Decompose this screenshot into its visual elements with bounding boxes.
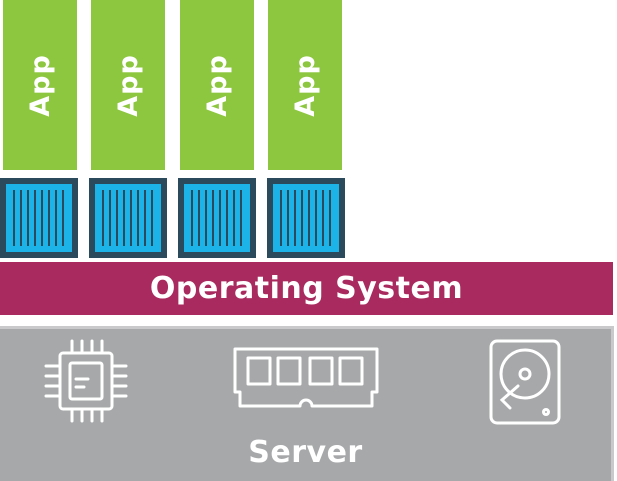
server-layer: Server xyxy=(0,326,614,481)
app-label: App xyxy=(201,53,233,117)
container-icon xyxy=(178,178,256,258)
server-label: Server xyxy=(248,435,363,470)
hard-drive-icon xyxy=(488,338,562,426)
app-label: App xyxy=(112,53,144,117)
container-icon xyxy=(89,178,167,258)
container-icon xyxy=(267,178,345,258)
app-block: App xyxy=(3,0,77,170)
app-label: App xyxy=(289,53,321,117)
app-block: App xyxy=(91,0,165,170)
app-block: App xyxy=(268,0,342,170)
operating-system-layer: Operating System xyxy=(0,262,613,315)
app-block: App xyxy=(180,0,254,170)
container-icon xyxy=(0,178,78,258)
cpu-icon xyxy=(42,339,132,425)
memory-icon xyxy=(232,346,380,410)
app-label: App xyxy=(24,53,56,117)
operating-system-label: Operating System xyxy=(149,271,464,306)
